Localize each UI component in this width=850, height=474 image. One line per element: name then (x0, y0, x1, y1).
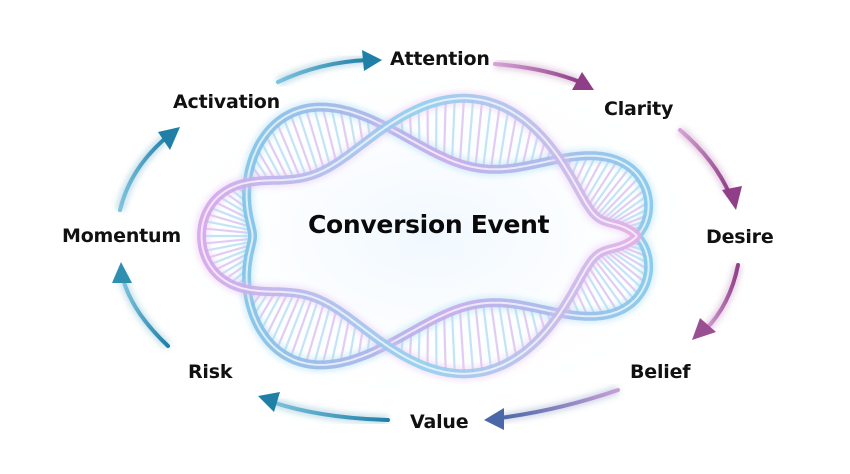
helix-rung (289, 296, 314, 359)
arrow-clarity-to-desire (678, 128, 732, 197)
helix-rung (505, 114, 518, 169)
helix-rung (482, 102, 493, 169)
helix-rung (497, 302, 510, 363)
background-halo (130, 45, 730, 425)
helix-rung (474, 100, 484, 168)
arrow-activation-to-attention (276, 58, 370, 84)
helix-rung (604, 249, 647, 284)
cycle-arrows (112, 50, 743, 430)
dna-helix-ring (194, 91, 656, 381)
arrowhead-icon (112, 262, 132, 283)
helix-rung (321, 308, 338, 366)
helix-rung (203, 219, 253, 232)
helix-rung (450, 98, 456, 161)
arrow-desire-to-belief (703, 263, 740, 332)
stage-label-value: Value (410, 411, 469, 433)
helix-rung (282, 117, 308, 178)
helix-rung (269, 127, 296, 180)
helix-rung (489, 105, 501, 170)
helix-rung (269, 292, 296, 345)
helix-rung (584, 157, 612, 202)
helix-rung (458, 98, 466, 164)
helix-rung (312, 304, 332, 365)
arrow-attention-to-clarity (493, 62, 582, 84)
helix-rung (489, 302, 501, 367)
helix-rung (589, 261, 625, 310)
stage-label-belief: Belief (630, 361, 691, 383)
helix-rung (589, 162, 625, 211)
helix-rung (592, 166, 631, 215)
stage-label-attention: Attention (390, 48, 490, 70)
helix-rung (604, 188, 647, 223)
helix-rung (587, 159, 619, 207)
arrow-momentum-to-activation (118, 134, 170, 212)
helix-rung (275, 122, 302, 179)
arrowhead-icon (158, 127, 180, 150)
helix-rung (330, 313, 344, 365)
helix-strand-highlight (245, 106, 650, 366)
arrowhead-icon (362, 50, 382, 71)
helix-rung (595, 171, 636, 218)
stage-label-momentum: Momentum (62, 225, 181, 247)
helix-rung (330, 107, 344, 159)
stage-label-desire: Desire (706, 226, 774, 248)
helix-rung (505, 303, 518, 358)
arrowhead-icon (722, 186, 742, 210)
helix-rung (598, 176, 641, 220)
helix-rung (601, 250, 644, 291)
helix-rung (296, 298, 320, 362)
helix-rung (482, 303, 493, 370)
arrowhead-icon (572, 72, 594, 90)
arrowhead-icon (258, 392, 280, 412)
helix-rung (443, 99, 447, 158)
helix-rung (458, 308, 466, 374)
helix-rung (304, 301, 326, 364)
helix-rung (282, 294, 308, 355)
helix-rung (264, 134, 290, 181)
arrowhead-icon (484, 408, 504, 430)
helix-rung (201, 237, 253, 245)
helix-rung (466, 98, 475, 166)
stage-label-activation: Activation (173, 91, 280, 113)
stage-label-clarity: Clarity (604, 98, 674, 120)
helix-rung (264, 291, 290, 338)
helix-rung (513, 119, 526, 169)
helix-rung (450, 311, 456, 374)
helix-rung (592, 257, 631, 306)
helix-rung (296, 110, 320, 174)
helix-rung (312, 107, 332, 168)
helix-rung (587, 265, 619, 313)
helix-rung (474, 304, 484, 372)
helix-rung (595, 254, 636, 301)
helix-rung (584, 270, 612, 315)
helix-rung (275, 293, 302, 350)
arrowhead-icon (692, 318, 716, 340)
arrow-value-to-risk (270, 400, 390, 422)
helix-rung (513, 303, 526, 353)
stage-label-risk: Risk (188, 361, 233, 383)
helix-rung (201, 227, 253, 235)
helix-rung (289, 113, 314, 176)
helix-rung (601, 181, 644, 222)
arrow-belief-to-value (498, 388, 620, 420)
helix-rung (304, 108, 326, 171)
helix-rung (203, 240, 253, 253)
helix-rung (598, 252, 641, 296)
helix-rung (321, 106, 338, 164)
helix-rung (443, 314, 447, 373)
helix-rung (466, 306, 475, 374)
center-title: Conversion Event (308, 210, 550, 239)
helix-rung (497, 109, 510, 170)
helix-strand-highlight (200, 97, 638, 375)
